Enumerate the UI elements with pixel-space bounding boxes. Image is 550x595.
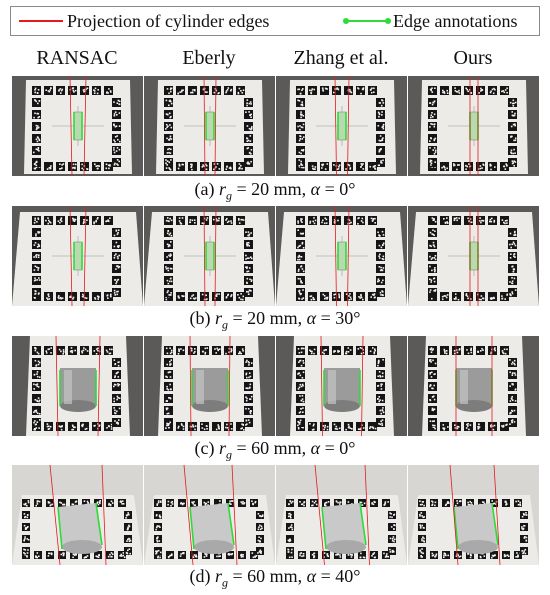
- column-header-zhang: Zhang et al.: [293, 47, 389, 69]
- panel-a-eberly: [144, 76, 275, 176]
- panel-c-eberly: [144, 336, 275, 436]
- caption-b: (b) rg = 20 mm, α = 30°: [189, 308, 361, 332]
- panel-b-eberly: [144, 206, 275, 306]
- scene-image: [276, 465, 407, 565]
- scene-image: [12, 206, 143, 306]
- caption-c: (c) rg = 60 mm, α = 0°: [194, 438, 356, 462]
- red-line-icon: [19, 20, 63, 22]
- scene-image: [144, 76, 275, 176]
- legend-red-label: Projection of cylinder edges: [67, 11, 270, 31]
- legend-item-red: Projection of cylinder edges: [19, 11, 269, 31]
- column-header-ransac: RANSAC: [36, 47, 118, 69]
- panel-c-ransac: [12, 336, 143, 436]
- scene-image: [12, 76, 143, 176]
- scene-image: [408, 336, 539, 436]
- panel-d-zhang: [276, 465, 407, 565]
- caption-d: (d) rg = 60 mm, α = 40°: [189, 566, 361, 590]
- panel-d-ours: [408, 465, 539, 565]
- panel-b-ransac: [12, 206, 143, 306]
- scene-image: [408, 465, 539, 565]
- scene-image: [144, 465, 275, 565]
- panel-d-eberly: [144, 465, 275, 565]
- scene-image: [12, 465, 143, 565]
- scene-image: [408, 76, 539, 176]
- panel-a-ours: [408, 76, 539, 176]
- scene-image: [12, 336, 143, 436]
- panel-c-zhang: [276, 336, 407, 436]
- panel-b-zhang: [276, 206, 407, 306]
- panel-a-zhang: [276, 76, 407, 176]
- green-line-icon: [343, 18, 391, 24]
- panel-b-ours: [408, 206, 539, 306]
- panel-a-ransac: [12, 76, 143, 176]
- column-header-eberly: Eberly: [182, 47, 236, 69]
- legend-item-green: Edge annotations: [343, 11, 518, 31]
- scene-image: [144, 336, 275, 436]
- panel-d-ransac: [12, 465, 143, 565]
- legend-box: Projection of cylinder edges Edge annota…: [10, 6, 540, 36]
- scene-image: [276, 76, 407, 176]
- column-header-ours: Ours: [453, 47, 493, 69]
- caption-a: (a) rg = 20 mm, α = 0°: [194, 179, 356, 203]
- scene-image: [408, 206, 539, 306]
- scene-image: [276, 336, 407, 436]
- legend-green-label: Edge annotations: [393, 11, 518, 31]
- scene-image: [276, 206, 407, 306]
- panel-c-ours: [408, 336, 539, 436]
- scene-image: [144, 206, 275, 306]
